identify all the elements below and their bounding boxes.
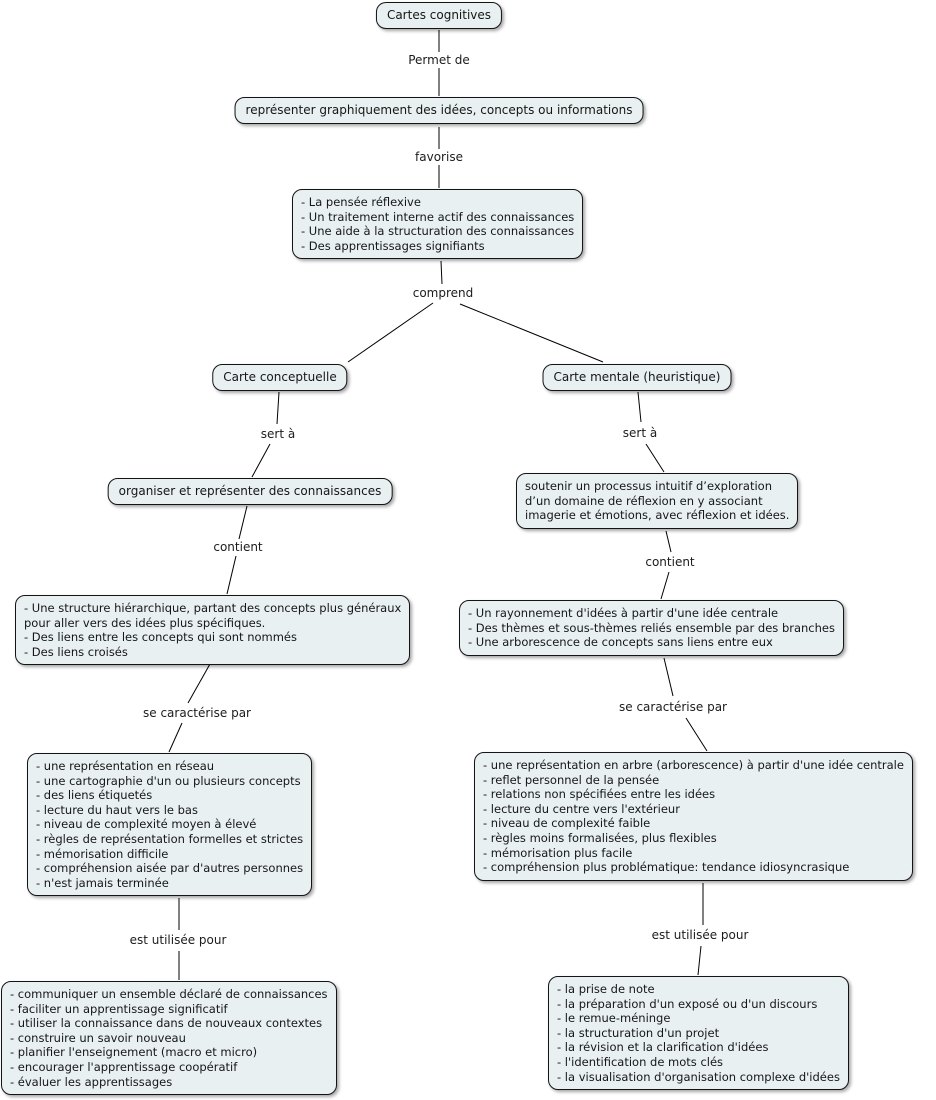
link-label-contient-gauche[interactable]: contient (211, 540, 265, 554)
link-label-se-caracterise-par-gauche[interactable]: se caractérise par (141, 706, 253, 720)
node-usages-carte-mentale[interactable]: - la prise de note - la préparation d'un… (548, 976, 849, 1091)
link-label-sert-a-droite[interactable]: sert à (620, 426, 660, 440)
node-rayonnement-idees[interactable]: - Un rayonnement d'idées à partir d'une … (459, 600, 844, 656)
link-label-favorise[interactable]: favorise (413, 150, 465, 164)
node-carte-conceptuelle[interactable]: Carte conceptuelle (212, 364, 348, 391)
link-label-comprend[interactable]: comprend (410, 286, 476, 300)
node-soutenir-processus[interactable]: soutenir un processus intuitif d’explora… (516, 473, 799, 529)
node-representer-graphiquement[interactable]: représenter graphiquement des idées, con… (234, 97, 644, 124)
node-usages-carte-conceptuelle[interactable]: - communiquer un ensemble déclaré de con… (1, 981, 337, 1096)
link-label-est-utilisee-pour-droite[interactable]: est utilisée pour (649, 928, 751, 942)
node-caracteristiques-carte-mentale[interactable]: - une représentation en arbre (arboresce… (474, 752, 913, 881)
node-cartes-cognitives[interactable]: Cartes cognitives (375, 2, 503, 29)
node-structure-hierarchique[interactable]: - Une structure hiérarchique, partant de… (15, 595, 411, 666)
node-benefices-liste[interactable]: - La pensée réflexive - Un traitement in… (292, 189, 584, 260)
link-label-est-utilisee-pour-gauche[interactable]: est utilisée pour (127, 933, 229, 947)
node-caracteristiques-carte-conceptuelle[interactable]: - une représentation en réseau - une car… (27, 753, 313, 897)
node-organiser-representer[interactable]: organiser et représenter des connaissanc… (107, 478, 393, 505)
link-label-permet-de[interactable]: Permet de (406, 53, 472, 67)
link-label-se-caracterise-par-droite[interactable]: se caractérise par (617, 700, 729, 714)
link-label-contient-droite[interactable]: contient (643, 555, 697, 569)
node-carte-mentale[interactable]: Carte mentale (heuristique) (542, 364, 732, 391)
link-label-sert-a-gauche[interactable]: sert à (258, 427, 298, 441)
